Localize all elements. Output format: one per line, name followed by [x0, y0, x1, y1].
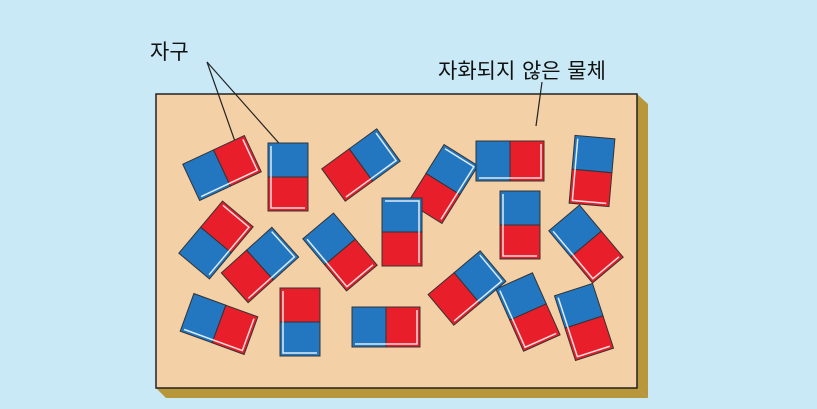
- board-bottom-edge: [156, 388, 648, 398]
- south-pole-half: [382, 198, 422, 232]
- north-pole-half: [510, 141, 544, 181]
- north-pole-half: [500, 225, 540, 259]
- board-side-edge: [637, 94, 648, 398]
- south-pole-half: [280, 322, 320, 356]
- object-label: 자화되지 않은 물체: [438, 55, 606, 85]
- magnetic-domain: [280, 288, 320, 356]
- magnetic-domain: [382, 198, 422, 266]
- magnetic-domain: [476, 141, 544, 181]
- south-pole-half: [268, 143, 308, 177]
- south-pole-half: [352, 307, 386, 347]
- north-pole-half: [386, 307, 420, 347]
- magnetic-domain: [569, 135, 615, 206]
- magnetic-domain: [500, 191, 540, 259]
- magnetic-domain: [268, 143, 308, 211]
- domain-label: 자구: [150, 36, 189, 66]
- north-pole-half: [268, 177, 308, 211]
- south-pole-half: [572, 135, 615, 172]
- north-pole-half: [382, 232, 422, 266]
- south-pole-half: [500, 191, 540, 225]
- south-pole-half: [476, 141, 510, 181]
- north-pole-half: [280, 288, 320, 322]
- magnetic-domain: [352, 307, 420, 347]
